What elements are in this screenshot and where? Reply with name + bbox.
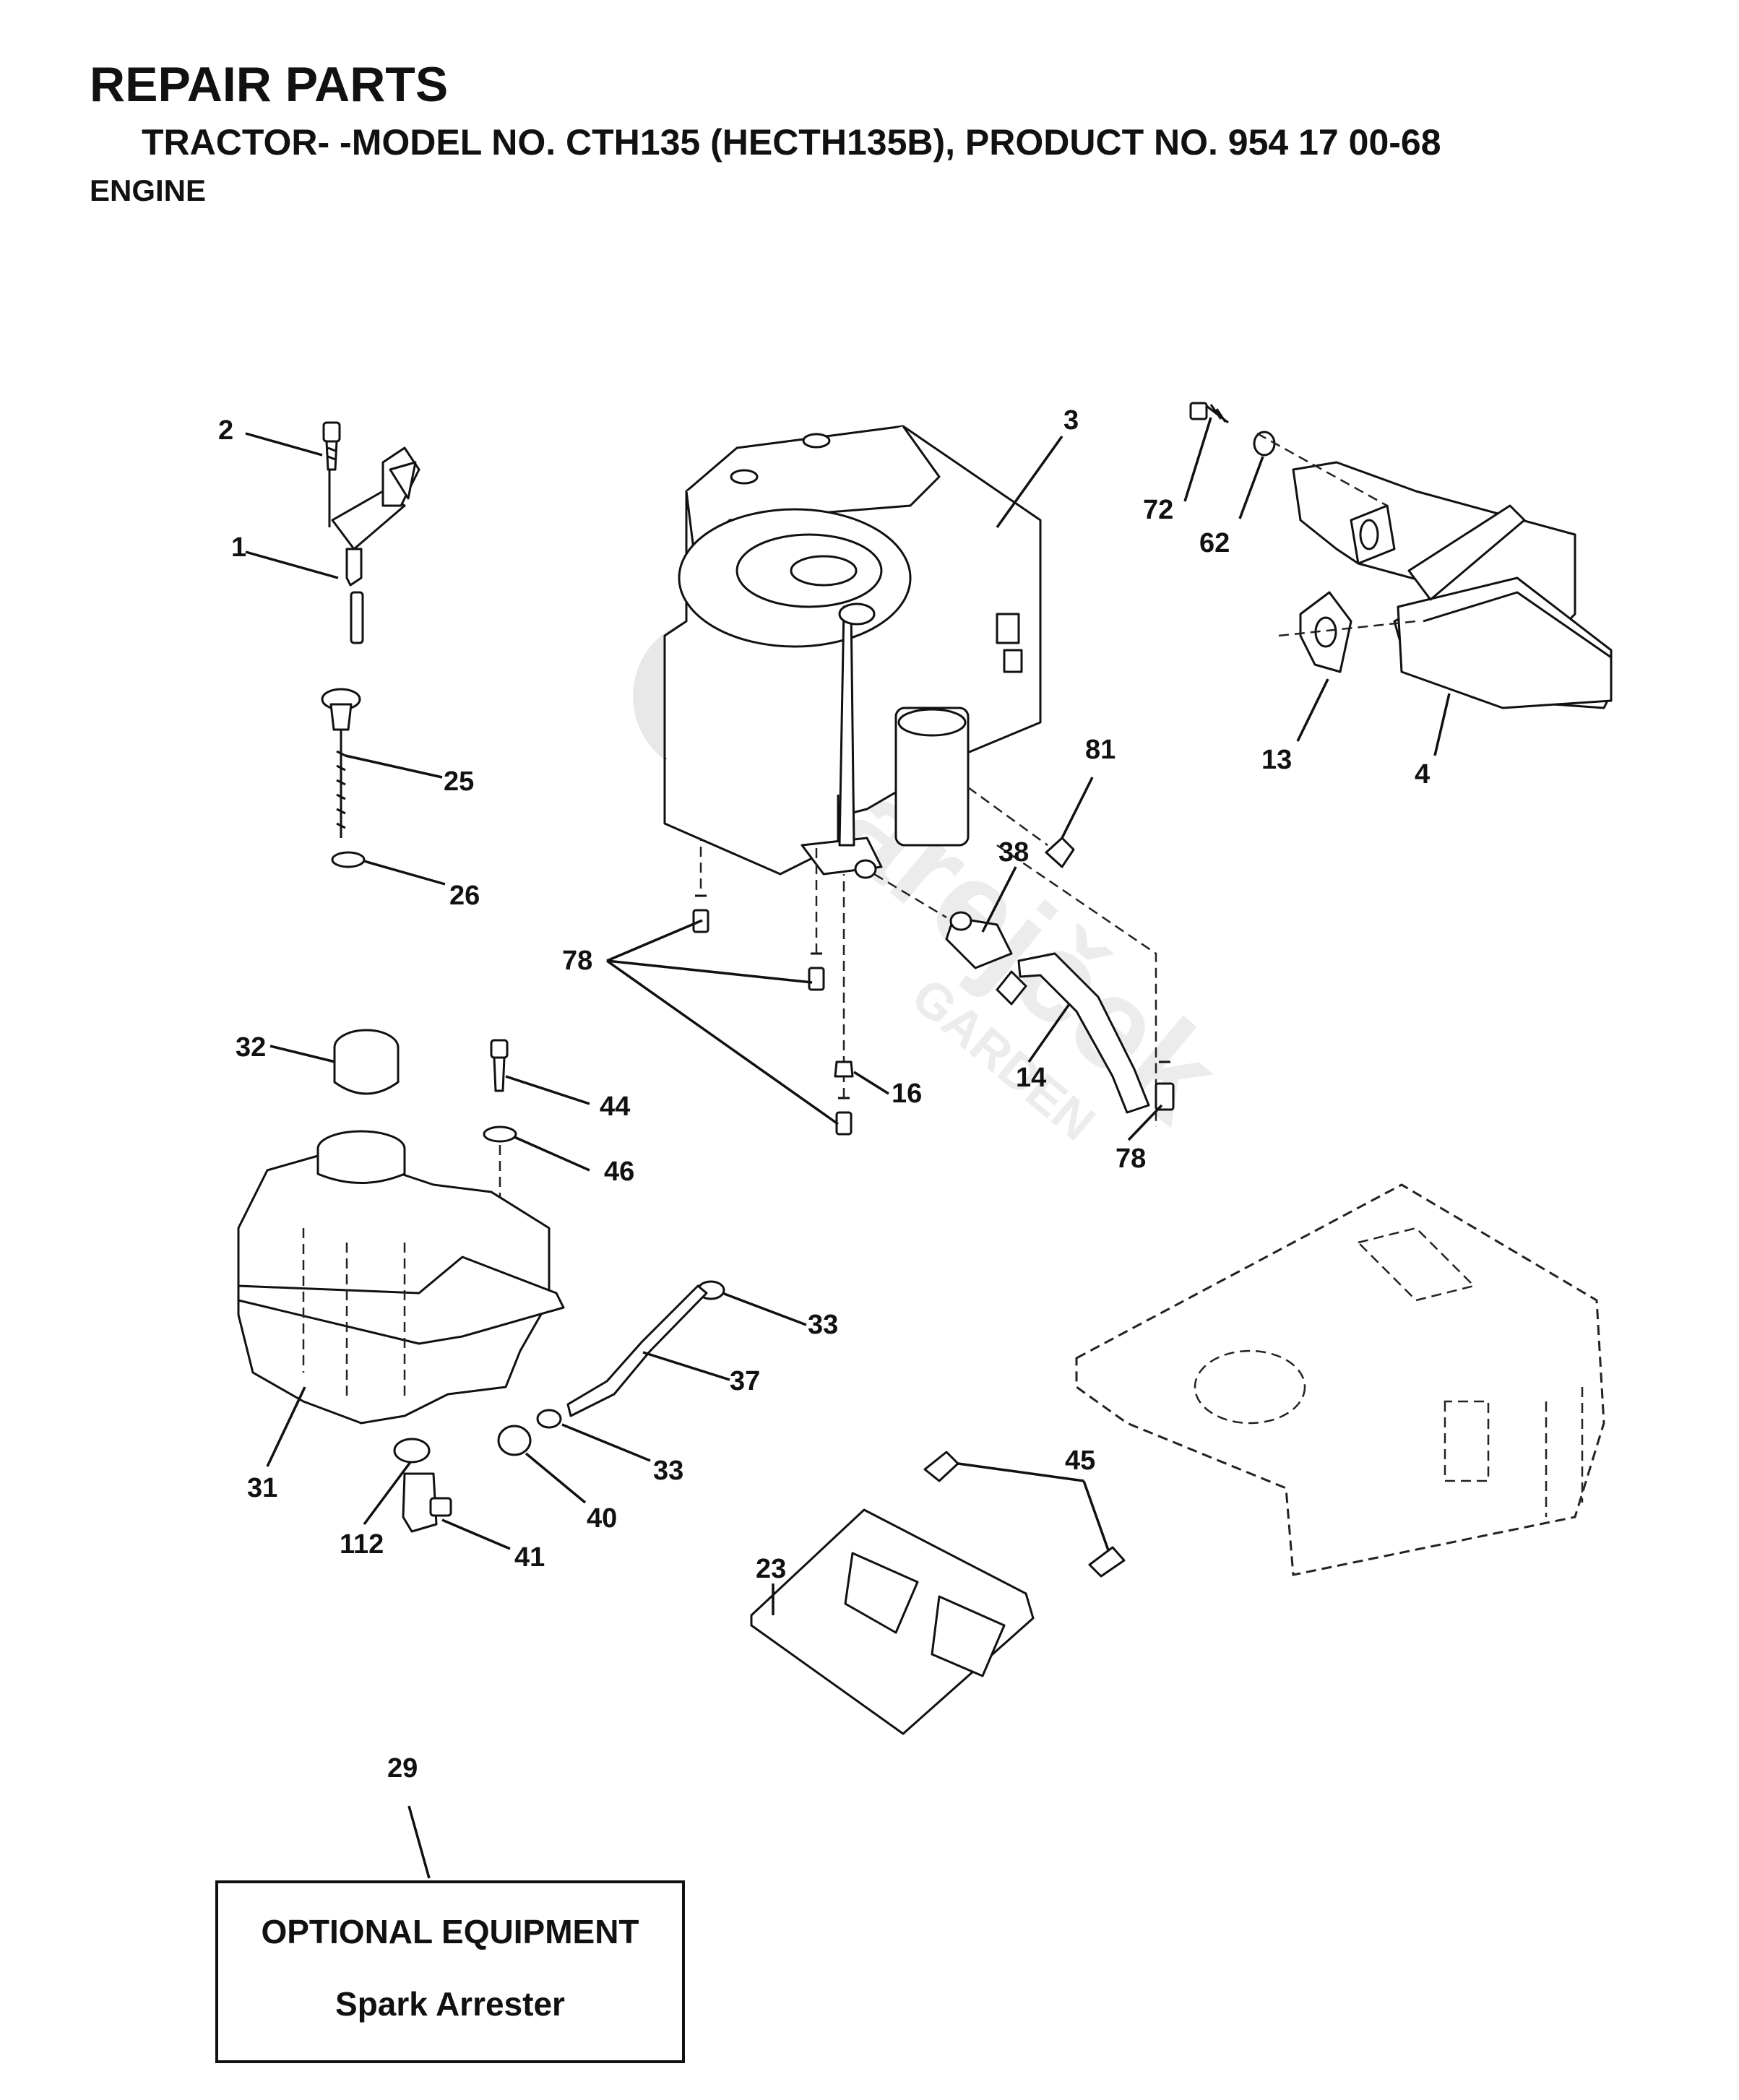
callout-2: 2 bbox=[218, 415, 233, 446]
optional-equipment-box: OPTIONAL EQUIPMENT Spark Arrester bbox=[215, 1880, 685, 2063]
callout-23: 23 bbox=[756, 1554, 786, 1584]
callout-37: 37 bbox=[730, 1366, 760, 1396]
tractor-frame bbox=[1075, 1183, 1605, 1576]
callout-32: 32 bbox=[236, 1032, 266, 1063]
part-41-shutoff-valve bbox=[402, 1472, 452, 1533]
callout-72: 72 bbox=[1143, 495, 1173, 525]
section-label: ENGINE bbox=[90, 173, 207, 207]
callout-33-lower: 33 bbox=[653, 1456, 683, 1486]
callout-46: 46 bbox=[604, 1157, 634, 1187]
part-2-screw bbox=[322, 421, 341, 471]
part-72-bolt bbox=[1189, 402, 1229, 424]
part-46-washer bbox=[483, 1125, 517, 1143]
part-13-gasket bbox=[1299, 591, 1352, 673]
optional-equipment-item: Spark Arrester bbox=[335, 1985, 565, 2023]
part-26-washer bbox=[331, 851, 366, 868]
model-subtitle: TRACTOR- -MODEL NO. CTH135 (HECTH135B), … bbox=[142, 122, 1441, 163]
callout-78-left: 78 bbox=[562, 946, 592, 976]
callouts: 2 1 25 26 3 72 62 13 4 81 38 78 14 16 78… bbox=[218, 405, 1430, 1784]
part-31-fuel-tank bbox=[237, 1130, 565, 1425]
part-45-screw bbox=[923, 1451, 1126, 1578]
page-title: REPAIR PARTS bbox=[90, 57, 449, 112]
callout-81: 81 bbox=[1085, 735, 1116, 765]
callout-40: 40 bbox=[587, 1503, 617, 1534]
part-14-drain-hose bbox=[1017, 952, 1150, 1114]
callout-14: 14 bbox=[1016, 1063, 1046, 1093]
part-25-choke-rod bbox=[321, 688, 361, 838]
callout-31: 31 bbox=[247, 1473, 277, 1503]
part-32-fuel-cap bbox=[333, 1029, 400, 1095]
callout-29: 29 bbox=[387, 1753, 418, 1784]
callout-38: 38 bbox=[998, 837, 1029, 868]
part-23-heat-shield bbox=[750, 1508, 1035, 1735]
part-44-screw bbox=[490, 1039, 509, 1092]
callout-112: 112 bbox=[340, 1529, 384, 1560]
callout-1: 1 bbox=[231, 532, 246, 563]
callout-4: 4 bbox=[1415, 759, 1430, 790]
callout-26: 26 bbox=[449, 881, 480, 911]
part-37-fuel-hose bbox=[566, 1284, 708, 1417]
callout-62: 62 bbox=[1199, 528, 1230, 558]
callout-44: 44 bbox=[600, 1092, 630, 1122]
callout-13: 13 bbox=[1261, 745, 1292, 775]
callout-33-upper: 33 bbox=[808, 1310, 838, 1340]
optional-equipment-title: OPTIONAL EQUIPMENT bbox=[261, 1913, 639, 1950]
part-81-nut bbox=[1045, 837, 1075, 868]
callout-3: 3 bbox=[1063, 405, 1079, 436]
part-1-throttle-control bbox=[328, 446, 420, 644]
part-3-engine bbox=[663, 425, 1042, 879]
callout-45: 45 bbox=[1065, 1446, 1095, 1476]
callout-16: 16 bbox=[892, 1079, 922, 1109]
leader-lines bbox=[245, 417, 1451, 1879]
callout-78-right: 78 bbox=[1116, 1144, 1146, 1174]
part-4-muffler bbox=[1292, 461, 1613, 709]
part-112-bushing bbox=[393, 1438, 431, 1464]
part-40-grommet bbox=[497, 1425, 532, 1456]
callout-25: 25 bbox=[444, 766, 474, 797]
part-16-washer bbox=[834, 1060, 854, 1078]
callout-41: 41 bbox=[514, 1542, 545, 1573]
part-62-gasket bbox=[1253, 431, 1276, 457]
part-38-drain-valve bbox=[945, 911, 1027, 1006]
